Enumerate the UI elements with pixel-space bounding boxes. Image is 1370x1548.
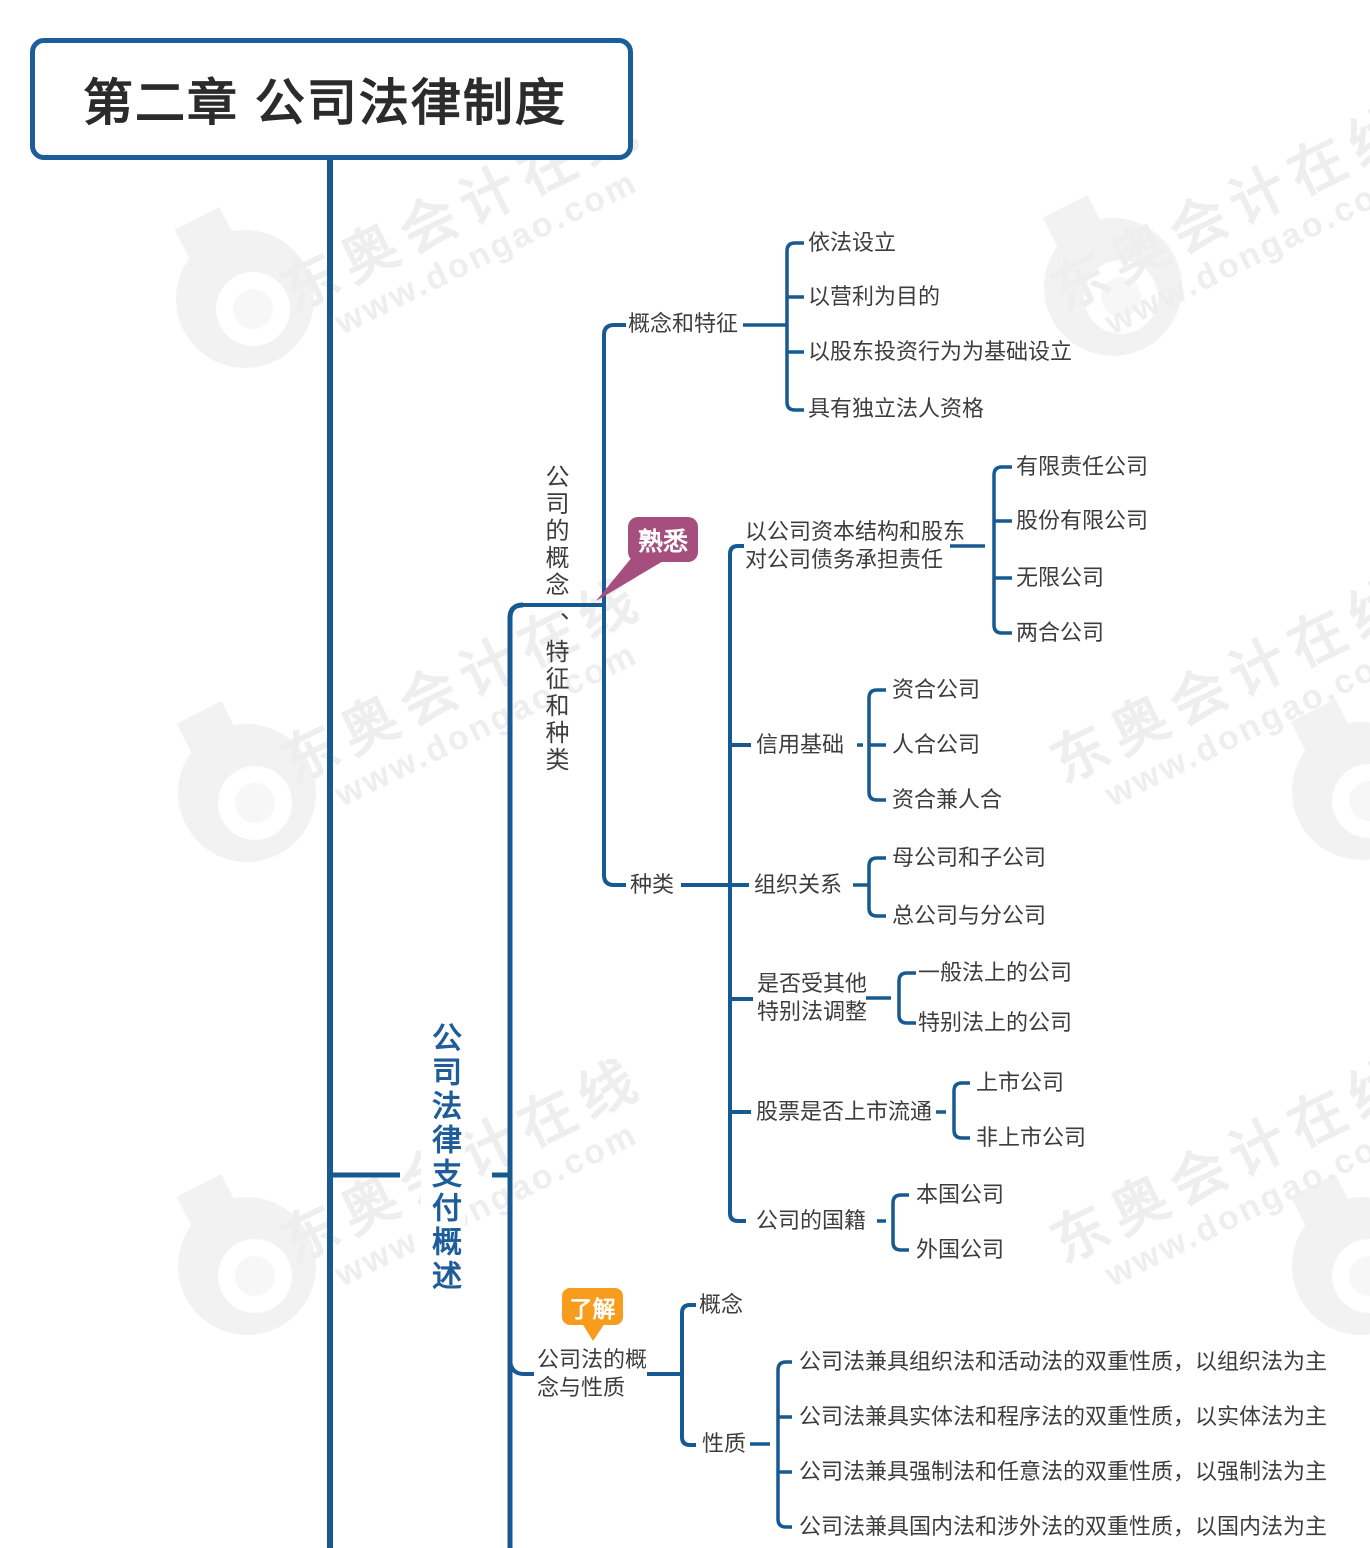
topic-capital-based-company: 资合公司 (892, 677, 981, 702)
concept-features-bracket (785, 241, 804, 412)
chapter-title-box: 第二章 公司法律制度 (30, 38, 633, 160)
topic-nature-domestic-law: 公司法兼具国内法和涉外法的双重性质，以国内法为主 (799, 1514, 1328, 1539)
topic-nature-mandatory-law: 公司法兼具强制法和任意法的双重性质，以强制法为主 (799, 1459, 1328, 1484)
capital-structure-bracket (950, 465, 1012, 635)
nature-bracket (750, 1360, 792, 1529)
nationality-bracket (877, 1193, 909, 1252)
credit-basis-bracket (857, 688, 886, 802)
branch2-spine (647, 1303, 696, 1447)
topic-limited-liability-company: 有限责任公司 (1016, 454, 1149, 479)
topic-parent-subsidiary: 母公司和子公司 (892, 845, 1047, 870)
topic-profit-purpose: 以营利为目的 (808, 284, 941, 309)
branch2-link (508, 1359, 534, 1376)
special-law-bracket (866, 971, 916, 1025)
topic-concept-features: 概念和特征 (628, 311, 739, 336)
topic-joint-stock-company: 股份有限公司 (1016, 508, 1149, 533)
topic-established-by-law: 依法设立 (808, 230, 897, 255)
kinds-spine (728, 544, 753, 1223)
branch1-spine (602, 323, 626, 887)
topic-org-relation: 组织关系 (754, 872, 843, 897)
topic-domestic-company: 本国公司 (916, 1182, 1005, 1207)
topic-unlimited-company: 无限公司 (1016, 565, 1105, 590)
familiar-badge: 熟悉 (628, 517, 698, 562)
overview-spine (507, 602, 524, 1548)
topic-listed-company: 上市公司 (976, 1070, 1065, 1095)
topic-nationality: 公司的国籍 (756, 1208, 867, 1233)
know-badge-tail (580, 1320, 607, 1341)
topic-nature-substantive-law: 公司法兼具实体法和程序法的双重性质，以实体法为主 (799, 1404, 1328, 1429)
topic-unlisted-company: 非上市公司 (976, 1125, 1087, 1150)
topic-credit-basis: 信用基础 (756, 732, 845, 757)
topic-company-law-concept-nature: 公司法的概念与性质 (537, 1347, 648, 1400)
page-title: 第二章 公司法律制度 (83, 75, 567, 131)
familiar-badge-tail (596, 550, 670, 601)
topic-concept-kinds-part1: 公司的概念 (541, 464, 568, 599)
topic-general-law-company: 一般法上的公司 (918, 960, 1073, 985)
topic-concept: 概念 (699, 1292, 744, 1317)
topic-independent-legal-person: 具有独立法人资格 (808, 396, 985, 421)
listing-bracket (936, 1081, 970, 1140)
topic-overview-root: 公司法律支付概述 (421, 1020, 465, 1296)
topic-special-law-company: 特别法上的公司 (918, 1010, 1073, 1035)
topic-foreign-company: 外国公司 (916, 1237, 1005, 1262)
topic-special-law-regulated: 是否受其他特别法调整 (757, 971, 868, 1024)
topic-nature-organization-law: 公司法兼具组织法和活动法的双重性质，以组织法为主 (799, 1349, 1328, 1374)
org-relation-bracket (853, 856, 886, 918)
topic-stock-listing: 股票是否上市流通 (756, 1099, 933, 1124)
topic-capital-structure: 以公司资本结构和股东对公司债务承担责任 (745, 519, 966, 572)
topic-head-branch: 总公司与分公司 (892, 903, 1047, 928)
topic-kinds: 种类 (630, 872, 675, 897)
know-badge: 了解 (562, 1288, 623, 1325)
topic-mixed-liability-company: 两合公司 (1016, 620, 1105, 645)
topic-people-based-company: 人合公司 (892, 732, 981, 757)
topic-nature: 性质 (702, 1431, 747, 1456)
topic-concept-kinds-part2: 、特征和种类 (541, 612, 568, 774)
topic-shareholder-investment-basis: 以股东投资行为为基础设立 (808, 339, 1073, 364)
topic-capital-and-people-company: 资合兼人合 (892, 787, 1003, 812)
